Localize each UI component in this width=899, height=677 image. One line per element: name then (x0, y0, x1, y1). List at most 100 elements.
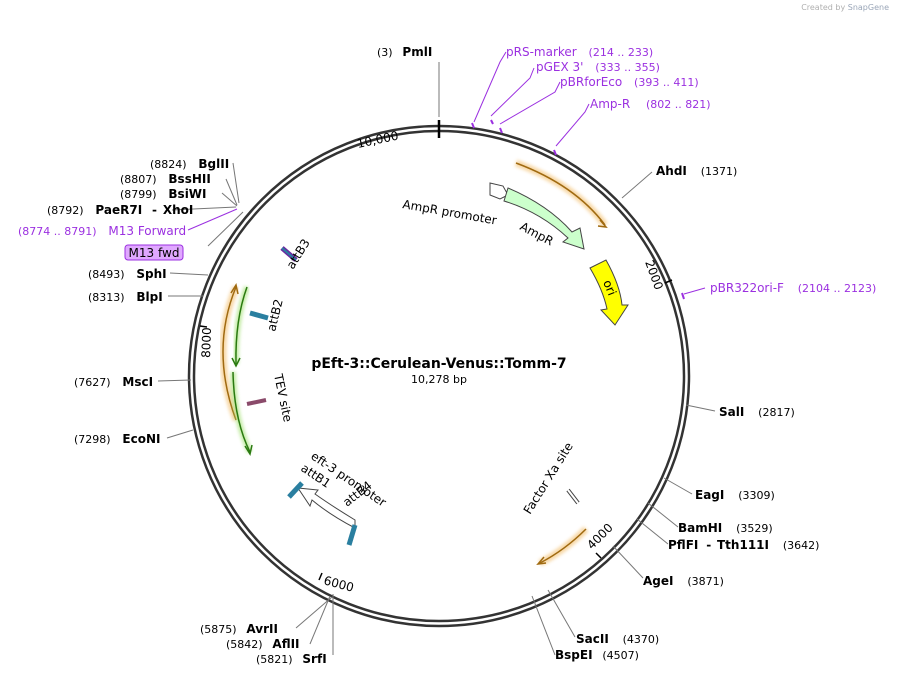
site-name: BlpI (136, 290, 162, 304)
primer-marks (471, 119, 685, 300)
primer-name: pRS-marker (506, 45, 577, 59)
green-arc-lower (230, 371, 253, 456)
primer-pGEX3: pGEX 3' (333 .. 355) (536, 60, 660, 74)
primer-name: M13 Forward (108, 224, 186, 238)
primer-name: pBR322ori-F (710, 281, 784, 295)
site-name: AflII (272, 637, 299, 651)
tick-label-8000: 8000 (199, 327, 214, 358)
primer-name: Amp-R (590, 97, 630, 111)
site-name: EagI (695, 488, 724, 502)
site-name-2: XhoI (163, 203, 194, 217)
site-ageI: AgeI (3871) (643, 574, 724, 588)
site-name: BspEI (555, 648, 593, 662)
site-name: AgeI (643, 574, 673, 588)
site-bglII: (8824) BglII (150, 157, 229, 171)
plasmid-name: pEft-3::Cerulean-Venus::Tomm-7 (311, 356, 566, 372)
site-name: PflFI (668, 538, 698, 552)
site-name: SphI (136, 267, 166, 281)
site-ecoNI: (7298) EcoNI (74, 432, 160, 446)
label-factor-xa: Factor Xa site (521, 440, 576, 517)
site-name: BglII (198, 157, 229, 171)
attb1-marker (287, 481, 304, 499)
primer-range: (333 .. 355) (595, 61, 660, 74)
site-name: AvrII (246, 622, 278, 636)
site-name: PmlI (402, 45, 432, 59)
primer-m13-fwd-label: M13 fwd (129, 246, 180, 260)
orf-arc-lower (536, 526, 589, 567)
primer-pBRforEco: pBRforEco (393 .. 411) (560, 75, 699, 89)
primer-pRS-marker: pRS-marker (214 .. 233) (506, 45, 653, 59)
snapgene-brand: SnapGene (847, 3, 889, 12)
site-name: SrfI (302, 652, 326, 666)
site-bssHII: (8807) BssHII (120, 172, 211, 186)
attb3-marker (280, 246, 298, 262)
site-pos: (4507) (602, 649, 639, 662)
site-pos: (7298) (74, 433, 111, 446)
site-name: BamHI (678, 521, 722, 535)
site-sphI: (8493) SphI (88, 267, 167, 281)
tick-label-6000: 6000 (322, 573, 355, 594)
primer-range: (8774 .. 8791) (18, 225, 97, 238)
site-ahdI: AhdI (1371) (656, 164, 737, 178)
site-avrII: (5875) AvrII (200, 622, 278, 636)
primer-leaders (187, 51, 706, 295)
green-arc-upper (231, 285, 250, 368)
site-bamHI: BamHI (3529) (678, 521, 773, 535)
site-leaders (157, 62, 716, 656)
site-sacII: SacII (4370) (576, 632, 659, 646)
site-pos: (3529) (736, 522, 773, 535)
attb4-marker (346, 524, 358, 546)
site-srfI: (5821) SrfI (256, 652, 327, 666)
site-pos: (3871) (687, 575, 724, 588)
site-pos: (8799) (120, 188, 157, 201)
site-eagI: EagI (3309) (695, 488, 775, 502)
site-name: BsiWI (168, 187, 206, 201)
orf-arc-ampr (514, 159, 608, 228)
primer-name: pBRforEco (560, 75, 622, 89)
orf-arc-left (219, 283, 240, 422)
primer-range: (2104 .. 2123) (798, 282, 877, 295)
site-salI: SalI (2817) (719, 405, 795, 419)
site-mscI: (7627) MscI (74, 375, 153, 389)
tick-mark-6000 (318, 572, 323, 581)
primer-m13-fwd-marker (124, 244, 184, 261)
primer-name: pGEX 3' (536, 60, 583, 74)
site-pos: (8807) (120, 173, 157, 186)
site-bspEI: BspEI (4507) (555, 648, 639, 662)
label-ori: ori (600, 278, 619, 298)
site-pos: (1371) (701, 165, 738, 178)
tick-mark-4000 (595, 552, 602, 559)
ori-arrow (589, 259, 629, 326)
site-aflII: (5842) AflII (226, 637, 300, 651)
site-name: BssHII (168, 172, 210, 186)
plasmid-size: 10,278 bp (411, 373, 467, 386)
site-name-2: Tth111I (717, 538, 769, 552)
site-bsiWI: (8799) BsiWI (120, 187, 207, 201)
primer-pBR322ori-F: pBR322ori-F (2104 .. 2123) (710, 281, 876, 295)
site-pflFI-tth111I: PflFI - Tth111I (3642) (668, 538, 819, 552)
site-pos: (2817) (758, 406, 795, 419)
site-pos: (3309) (738, 489, 775, 502)
site-pos: (8824) (150, 158, 187, 171)
site-pos: (4370) (623, 633, 660, 646)
site-pos: (7627) (74, 376, 111, 389)
tick-label-4000: 4000 (584, 521, 615, 552)
primer-range: (393 .. 411) (634, 76, 699, 89)
site-pmlI: (3) PmlI (377, 45, 432, 59)
ampr-arrow (503, 187, 585, 250)
site-pos: (8792) (47, 204, 84, 217)
label-tev: TEV site (271, 372, 295, 423)
site-name: SacII (576, 632, 609, 646)
tick-label-10000: 10,000 (356, 129, 400, 151)
label-ampr-promoter: AmpR promoter (401, 197, 497, 227)
site-pos: (8313) (88, 291, 125, 304)
site-pos: (3) (377, 46, 393, 59)
site-leader-m13 (207, 211, 244, 247)
primer-range: (214 .. 233) (589, 46, 654, 59)
credit-prefix: Created by (801, 3, 846, 12)
site-blpI: (8313) BlpI (88, 290, 163, 304)
site-name: AhdI (656, 164, 687, 178)
site-name: PaeR7I (95, 203, 142, 217)
primer-m13-forward: (8774 .. 8791) M13 Forward (18, 224, 186, 238)
